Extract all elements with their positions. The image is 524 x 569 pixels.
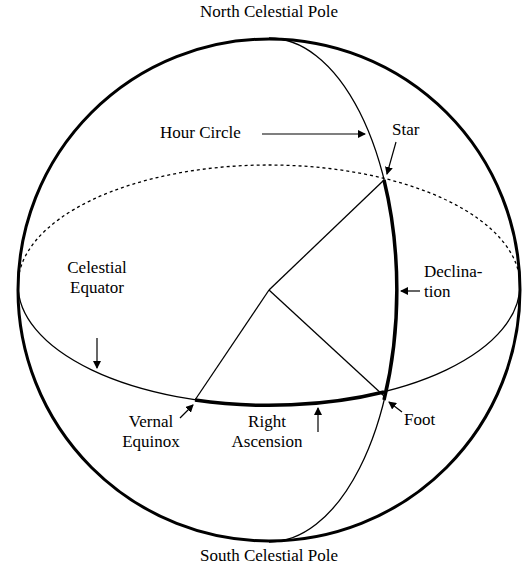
radius-star xyxy=(269,180,384,290)
sphere-outline xyxy=(18,39,520,541)
hour-circle xyxy=(269,38,397,542)
leader-arrow xyxy=(389,402,402,412)
leader-arrow xyxy=(262,133,365,134)
ascension-label-text: Right Ascension xyxy=(232,412,303,451)
declination-label: Declina- tion xyxy=(424,262,498,303)
circle-label: Hour Circle xyxy=(160,123,260,143)
leader-arrow xyxy=(387,142,396,174)
pole-label: South Celestial Pole xyxy=(119,546,419,566)
pole-label-text: South Celestial Pole xyxy=(200,546,338,565)
declination-arc xyxy=(384,180,397,400)
foot-label-text: Foot xyxy=(404,410,435,429)
equator-label-text: Celestial Equator xyxy=(67,258,126,297)
ascension-label: Right Ascension xyxy=(222,412,312,453)
radius-foot xyxy=(269,290,384,396)
leader-arrow xyxy=(180,405,193,418)
foot-label: Foot xyxy=(404,410,464,430)
equator-label: Celestial Equator xyxy=(52,258,142,299)
leader-arrow xyxy=(401,290,420,291)
pole-label: North Celestial Pole xyxy=(119,2,419,22)
equinox-label-text: Vernal Equinox xyxy=(122,412,180,451)
circle-label-text: Hour Circle xyxy=(160,123,241,142)
leader-arrow xyxy=(317,408,318,432)
star-label: Star xyxy=(392,120,452,140)
equator-front xyxy=(18,285,520,405)
leader-arrow xyxy=(96,338,97,368)
star-label-text: Star xyxy=(392,120,419,139)
pole-label-text: North Celestial Pole xyxy=(200,2,338,21)
equinox-label: Vernal Equinox xyxy=(112,412,190,453)
declination-label-text: Declina- tion xyxy=(424,262,483,301)
right-ascension-arc xyxy=(195,392,384,405)
radius-equinox xyxy=(195,290,269,400)
